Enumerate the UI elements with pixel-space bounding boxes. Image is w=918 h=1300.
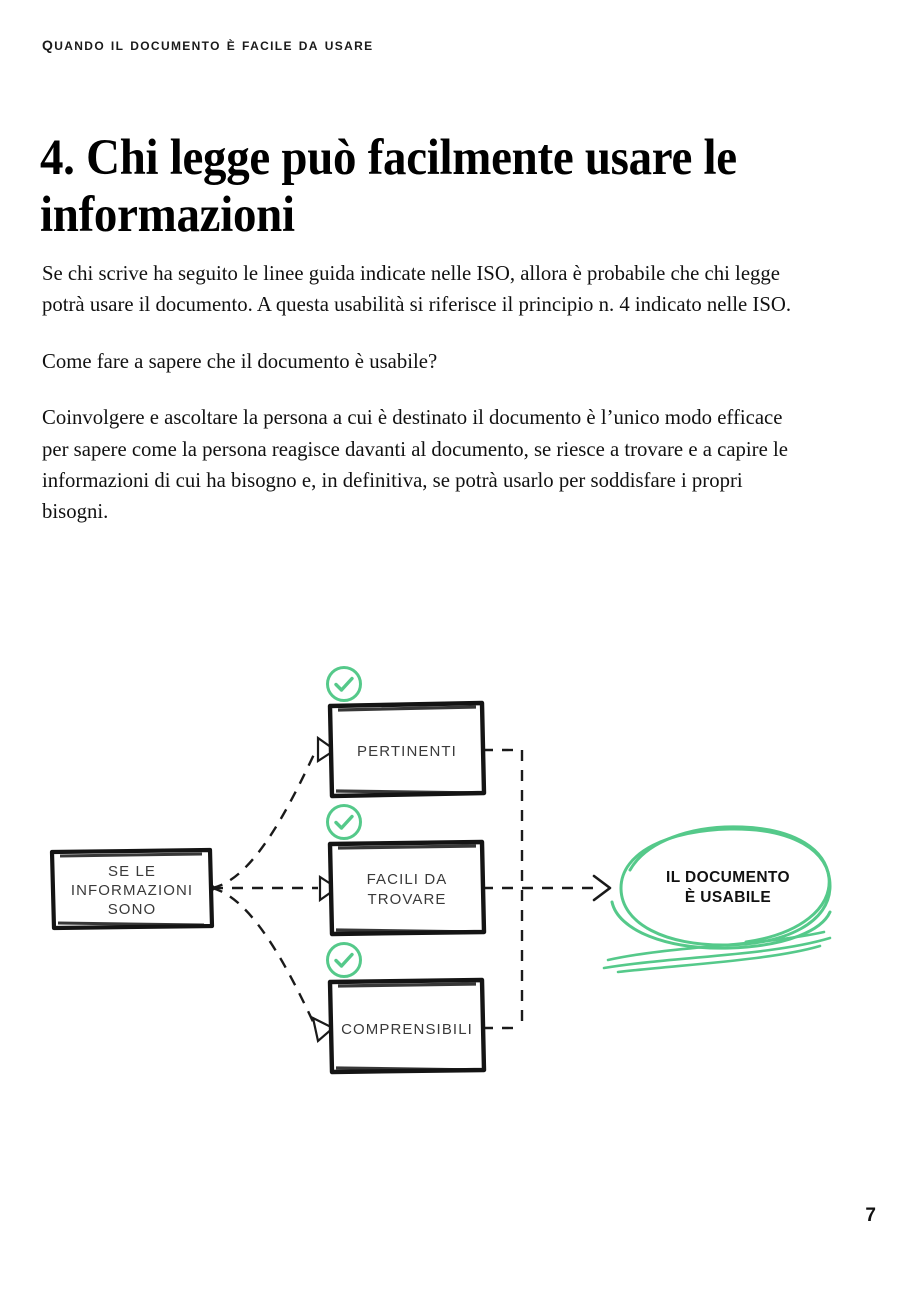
node-facili-da-trovare: FACILI DA TROVARE xyxy=(326,804,487,937)
paragraph-1: Se chi scrive ha seguito le linee guida … xyxy=(42,261,792,317)
node-comprensibili: COMPRENSIBILI xyxy=(326,942,487,1075)
check-circle-icon xyxy=(326,666,362,702)
node-comprensibili-label: COMPRENSIBILI xyxy=(341,1021,473,1038)
node-source-line1: SE LE xyxy=(108,863,156,880)
running-header: Quando il documento è facile da usare xyxy=(42,33,374,55)
arrowhead-pertinenti xyxy=(316,735,337,764)
outcome-ellipse-sketch xyxy=(610,825,832,950)
node-source-line3: SONO xyxy=(108,901,157,918)
node-outcome-line1: IL DOCUMENTO xyxy=(666,869,790,886)
node-facili-label-line2: TROVARE xyxy=(367,891,446,908)
node-facili-label-line1: FACILI DA xyxy=(367,871,448,888)
node-pertinenti-border xyxy=(327,700,487,799)
node-facili-border xyxy=(327,839,487,937)
connector-source-to-comprensibili xyxy=(211,886,318,1029)
paragraph-3: Coinvolgere e ascoltare la persona a cui… xyxy=(42,405,788,524)
outcome-underline-sketch xyxy=(602,930,832,974)
node-outcome-line2: È USABILE xyxy=(685,889,771,906)
check-circle-icon xyxy=(326,804,362,840)
arrowhead-outcome xyxy=(592,874,612,902)
usability-flow-diagram: SE LE INFORMAZIONI SONO PERTINENTI xyxy=(30,630,890,1120)
node-pertinenti: PERTINENTI xyxy=(326,666,487,799)
paragraph-2: Come fare a sapere che il documento è us… xyxy=(42,348,438,373)
body-text: Se chi scrive ha seguito le linee guida … xyxy=(42,258,832,553)
node-comprensibili-border xyxy=(327,977,487,1075)
node-source: SE LE INFORMAZIONI SONO xyxy=(49,847,215,931)
connector-bus-to-outcome xyxy=(482,748,595,1030)
node-pertinenti-label: PERTINENTI xyxy=(357,743,457,760)
connector-source-to-pertinenti xyxy=(211,749,318,890)
node-source-line2: INFORMAZIONI xyxy=(71,882,193,899)
arrowhead-facili xyxy=(318,874,339,903)
check-circle-icon xyxy=(326,942,362,978)
page-number: 7 xyxy=(865,1205,876,1226)
node-outcome: IL DOCUMENTO È USABILE xyxy=(602,825,832,974)
arrowhead-comprensibili xyxy=(311,1015,335,1044)
node-source-border xyxy=(49,847,215,931)
page-title: 4. Chi legge può facilmente usare le inf… xyxy=(40,130,737,244)
